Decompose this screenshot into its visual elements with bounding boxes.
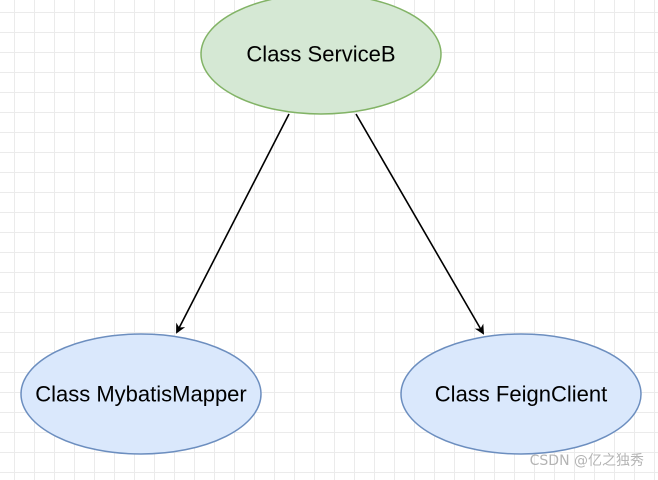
node-mybatis-mapper[interactable]: Class MybatisMapper bbox=[20, 333, 262, 455]
node-feign-client-shape bbox=[400, 333, 642, 455]
node-service-b[interactable]: Class ServiceB bbox=[200, 0, 442, 115]
watermark: CSDN @亿之独秀 bbox=[529, 453, 644, 469]
node-feign-client-label: Class FeignClient bbox=[435, 382, 607, 407]
node-service-b-shape bbox=[200, 0, 442, 115]
node-mybatis-mapper-shape bbox=[20, 333, 262, 455]
node-feign-client[interactable]: Class FeignClient bbox=[400, 333, 642, 455]
edge-service-b-to-mybatis-mapper[interactable] bbox=[176, 113, 290, 334]
node-service-b-label: Class ServiceB bbox=[246, 42, 395, 67]
node-mybatis-mapper-label: Class MybatisMapper bbox=[35, 382, 247, 407]
edge-service-b-to-feign-client[interactable] bbox=[355, 113, 485, 335]
